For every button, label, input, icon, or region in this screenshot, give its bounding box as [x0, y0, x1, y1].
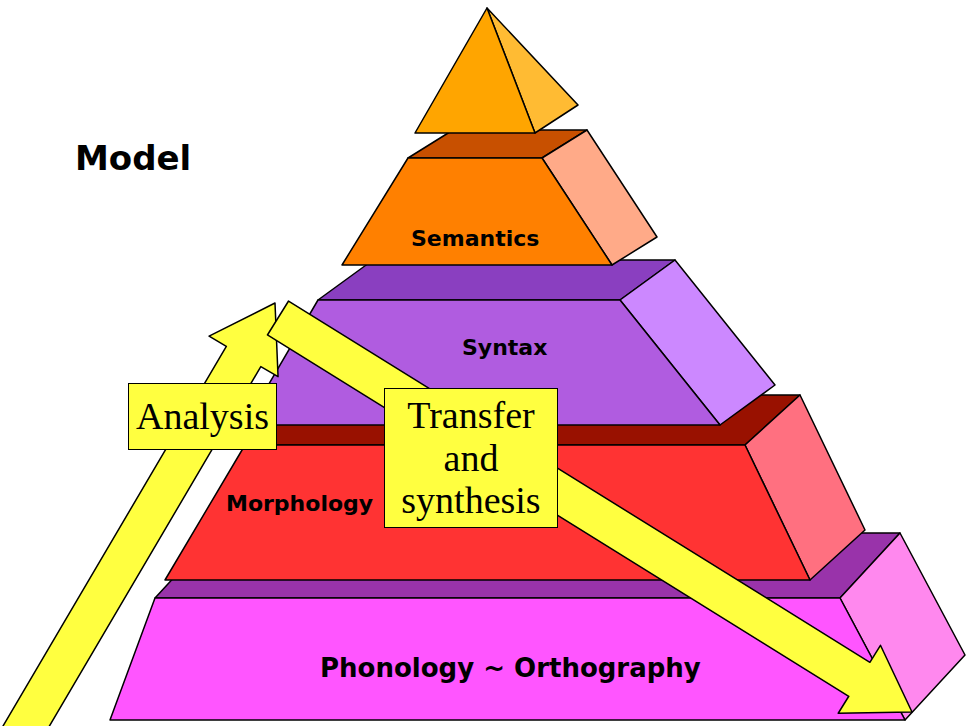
layer-label: Phonology ~ Orthography	[320, 653, 701, 683]
slide-title: Model	[75, 138, 191, 178]
process-box: Analysis	[128, 383, 277, 450]
box-label: Transfer and synthesis	[392, 394, 550, 522]
layer-top-face	[318, 260, 675, 300]
layer-label: Morphology	[226, 491, 373, 516]
pyramid-tip	[415, 8, 578, 133]
tip-front-face	[415, 8, 535, 133]
layer-label: Semantics	[411, 226, 539, 251]
pyramid-layer: Syntax	[458, 333, 551, 362]
layer-front-face	[342, 158, 612, 265]
box-label: Analysis	[136, 395, 269, 438]
pyramid-layer-shape	[342, 130, 657, 265]
pyramid-layer: Phonology ~ Orthography	[316, 651, 705, 685]
pyramid-layer: Morphology	[222, 489, 377, 518]
pyramid-layer: Semantics	[407, 224, 543, 253]
process-box: Transfer and synthesis	[384, 388, 558, 528]
layer-label: Syntax	[462, 335, 547, 360]
